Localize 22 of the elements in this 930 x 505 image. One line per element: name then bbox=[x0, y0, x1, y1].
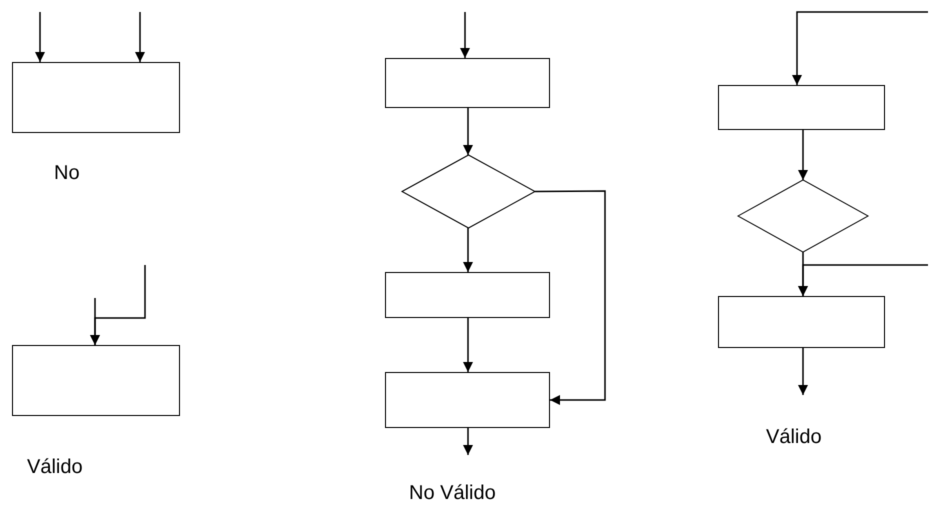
arrow bbox=[463, 318, 473, 372]
decision-diamond bbox=[402, 155, 535, 228]
arrow bbox=[460, 12, 470, 58]
process-box bbox=[385, 58, 550, 108]
process-box bbox=[12, 62, 180, 133]
process-box bbox=[385, 372, 550, 428]
arrow bbox=[35, 12, 45, 62]
arrow bbox=[535, 190, 606, 405]
arrow bbox=[798, 264, 928, 296]
process-box bbox=[385, 272, 550, 318]
arrow bbox=[798, 130, 808, 180]
arrow bbox=[463, 228, 473, 272]
process-box bbox=[718, 296, 885, 348]
process-box bbox=[718, 85, 885, 130]
arrow bbox=[792, 11, 928, 85]
process-box bbox=[12, 345, 180, 416]
arrow bbox=[90, 265, 146, 345]
arrow bbox=[798, 348, 808, 395]
decision-diamond bbox=[738, 180, 868, 252]
arrow bbox=[463, 108, 473, 155]
arrow bbox=[463, 428, 473, 455]
arrow bbox=[135, 12, 145, 62]
